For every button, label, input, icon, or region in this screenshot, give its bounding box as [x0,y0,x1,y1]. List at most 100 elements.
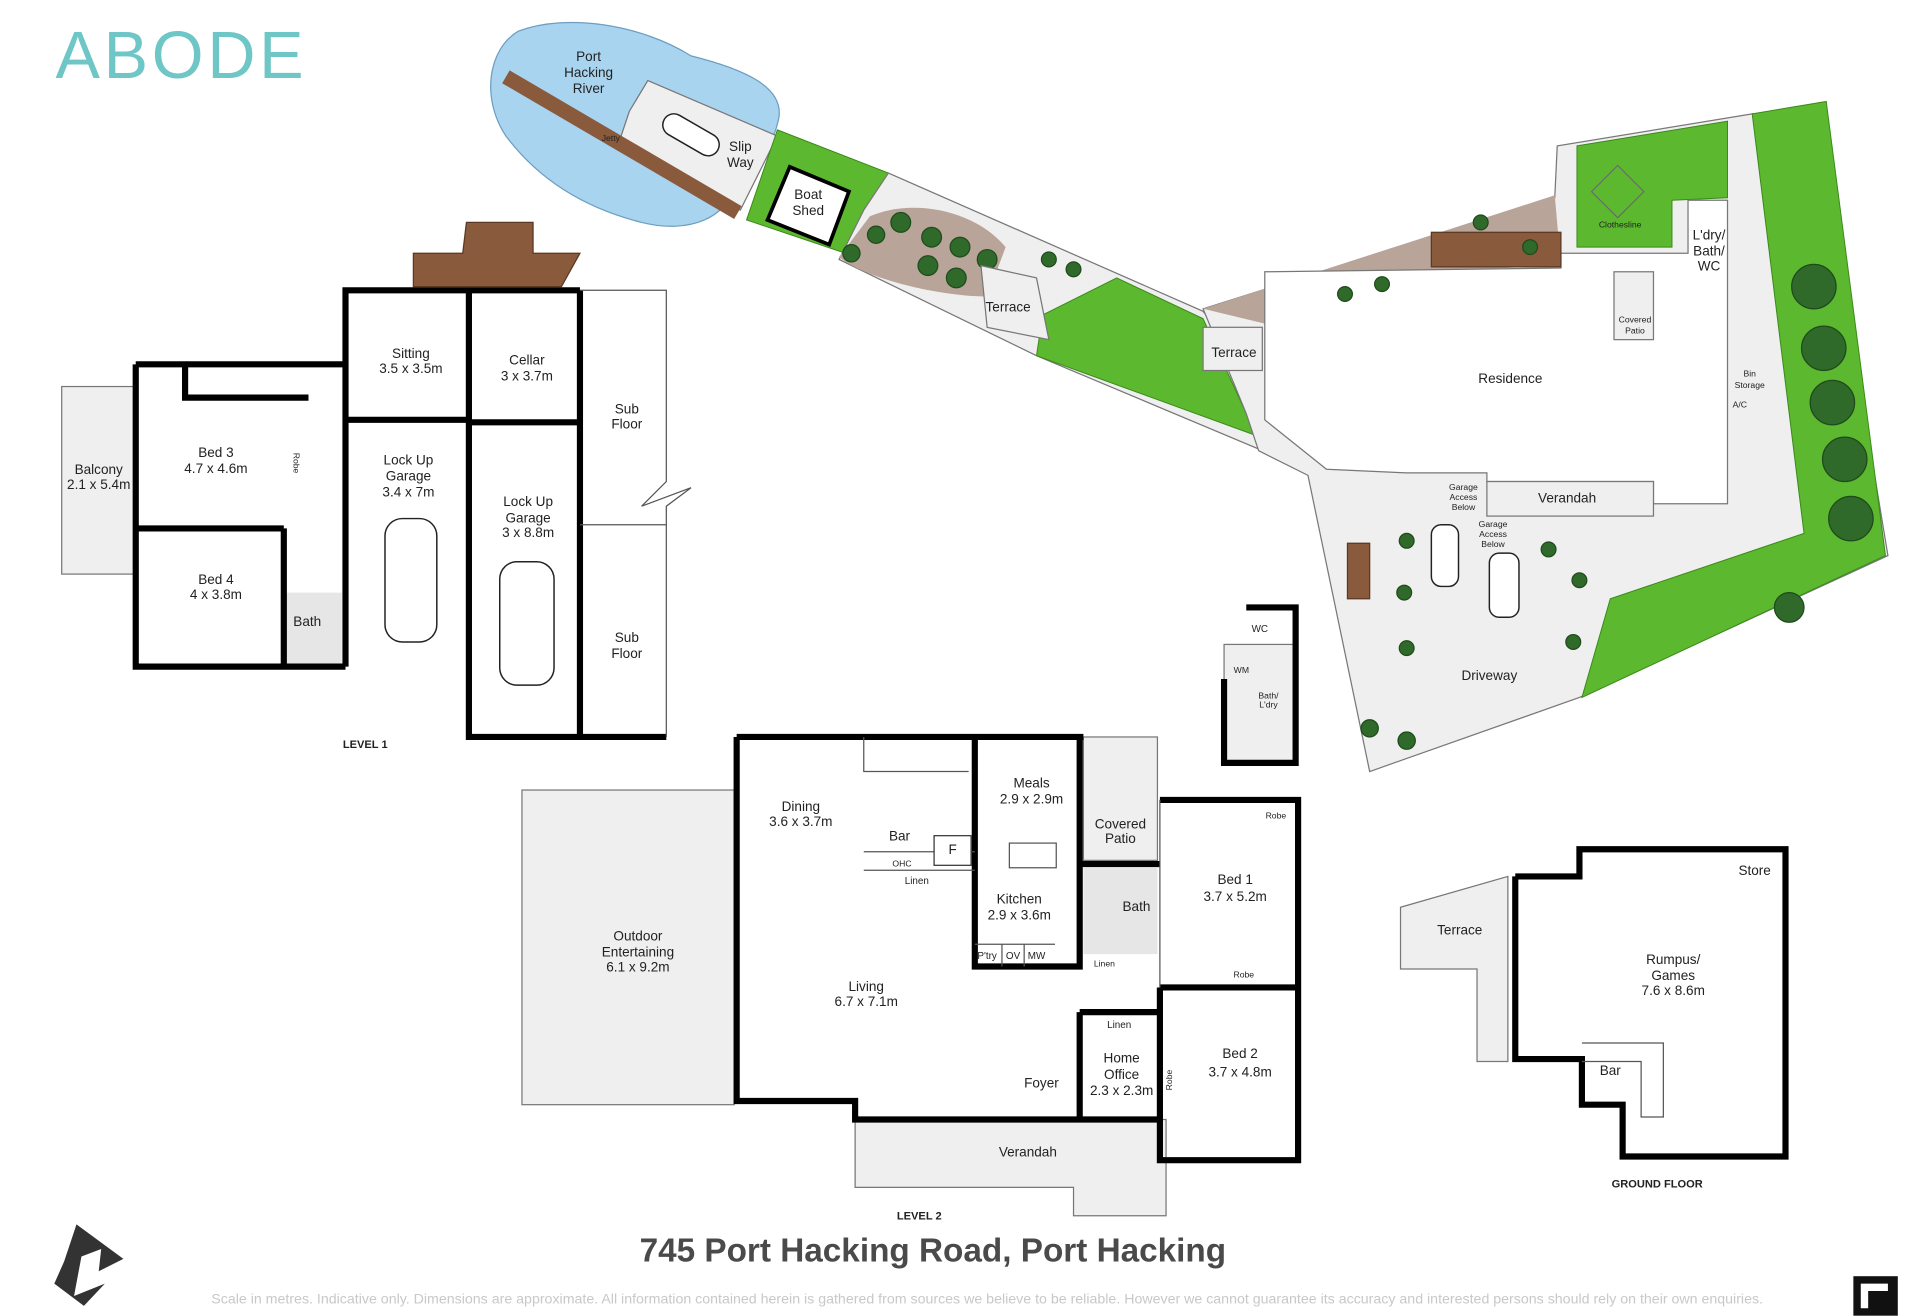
label-bath: Bath [293,614,321,629]
label-terrace: Terrace [986,299,1031,314]
label-sub-floor: Floor [611,646,642,661]
label-boat-shed: Shed [792,203,824,218]
label-garage-access: Below [1481,539,1505,549]
label-boat-shed: Boat [794,187,822,202]
label-linen: Linen [905,876,929,887]
label-garage: Lock Up [384,452,434,467]
residence-deck [1430,231,1562,268]
label-balcony-size: 2.1 x 5.4m [67,477,130,492]
north-arrow-icon [54,1224,124,1306]
label-garage-access: Access [1479,529,1507,539]
label-bed-3-size: 4.7 x 4.6m [184,461,247,476]
abode-logo: ABODE [56,19,308,93]
label-home-office: Office [1104,1067,1139,1082]
label-kitchen: Kitchen [997,892,1042,907]
floorplan-maker-logo-icon [1853,1276,1898,1316]
level-1-bath-floor [286,592,342,665]
label-laundry: Bath/ [1693,244,1725,259]
label-clothesline: Clothesline [1599,219,1642,229]
terrace-2 [1202,326,1263,372]
label-store: Store [1738,863,1770,878]
fridge [933,835,972,866]
driveway-planter [1346,542,1371,600]
label-linen: Linen [1094,958,1115,968]
label-bed-4-size: 4 x 3.8m [190,587,242,602]
ground-floor-label: GROUND FLOOR [1612,1178,1703,1190]
label-bed-1-size: 3.7 x 5.2m [1204,889,1267,904]
label-driveway: Driveway [1461,668,1517,683]
level-1-label: LEVEL 1 [343,739,388,751]
label-cellar-size: 3 x 3.7m [501,368,553,383]
bath-floor [1083,867,1158,955]
label-bath: Bath [1122,899,1150,914]
label-covered-patio: Covered [1095,816,1146,831]
label-bath-laundry: L'dry [1259,699,1278,709]
boat-shed [765,164,852,248]
label-kitchen-size: 2.9 x 3.6m [988,908,1051,923]
label-rumpus: Games [1651,968,1695,983]
level-1-plan: Balcony 2.1 x 5.4m Bed 3 4.7 x 4.6m Robe… [61,221,692,751]
car-icon [384,517,438,643]
residence-covered-patio [1613,271,1655,341]
label-living-size: 6.7 x 7.1m [835,994,898,1009]
label-linen: Linen [1107,1020,1131,1031]
label-garage-size: 3 x 8.8m [502,525,554,540]
label-terrace: Terrace [1437,922,1482,937]
label-rumpus-size: 7.6 x 8.6m [1642,983,1705,998]
label-covered-patio: Patio [1625,325,1645,335]
label-garage-access: Access [1450,492,1478,502]
label-meals-size: 2.9 x 2.9m [1000,792,1063,807]
car-icon [1488,552,1520,619]
car-icon [1430,523,1460,588]
site-trees [1336,214,1874,750]
label-foyer: Foyer [1024,1075,1059,1090]
label-robe: Robe [1233,970,1254,980]
label-outdoor-size: 6.1 x 9.2m [606,959,669,974]
label-river: River [573,81,605,96]
label-cellar: Cellar [509,352,545,367]
label-balcony: Balcony [75,462,123,477]
label-bed-3: Bed 3 [198,445,233,460]
disclaimer-text: Scale in metres. Indicative only. Dimens… [211,1291,1763,1307]
label-home-office-size: 2.3 x 2.3m [1090,1083,1153,1098]
label-oven: OV [1006,951,1021,962]
label-home-office: Home [1104,1051,1140,1066]
ground-floor-plan: Terrace Store Rumpus/ Games 7.6 x 8.6m B… [1399,846,1789,1190]
label-fridge: F [948,842,956,857]
jetty [502,70,742,219]
label-ac: A/C [1733,400,1747,410]
label-garage-access: Below [1452,502,1476,512]
label-dining: Dining [782,799,820,814]
label-garage-size: 3.4 x 7m [382,484,434,499]
balcony [61,385,137,575]
label-garage: Lock Up [503,494,553,509]
label-wm: WM [1234,665,1249,675]
level-2-plan: Outdoor Entertaining 6.1 x 9.2m Dining 3… [521,733,1302,1222]
residence-verandah [1486,480,1655,517]
boat-icon [662,113,720,157]
outdoor-entertaining [521,789,735,1106]
label-bed-2: Bed 2 [1222,1046,1257,1061]
site-plan: Port Hacking River Jetty Slip Way Boat S… [490,21,1889,773]
label-garage: Garage [386,468,431,483]
level-1-deck [412,221,581,288]
label-rumpus: Rumpus/ [1646,952,1701,967]
label-dining-size: 3.6 x 3.7m [769,814,832,829]
label-verandah: Verandah [1538,491,1596,506]
label-robe: Robe [1266,810,1287,820]
label-bed-2-size: 3.7 x 4.8m [1208,1064,1271,1079]
property-address-title: 745 Port Hacking Road, Port Hacking [640,1232,1227,1269]
label-bar: Bar [1600,1063,1622,1078]
label-bar: Bar [889,829,911,844]
label-bin-storage: Bin [1743,369,1756,379]
label-garage-access: Garage [1449,482,1478,492]
covered-patio [1082,736,1159,861]
label-outdoor: Outdoor [613,929,662,944]
label-slipway: Slip [729,139,752,154]
label-bed-1: Bed 1 [1217,872,1252,887]
label-bath-laundry: Bath/ [1258,691,1279,701]
label-river: Port [576,49,601,64]
label-bin-storage: Storage [1735,380,1765,390]
label-sub-floor: Floor [611,416,642,431]
label-terrace: Terrace [1211,345,1256,360]
